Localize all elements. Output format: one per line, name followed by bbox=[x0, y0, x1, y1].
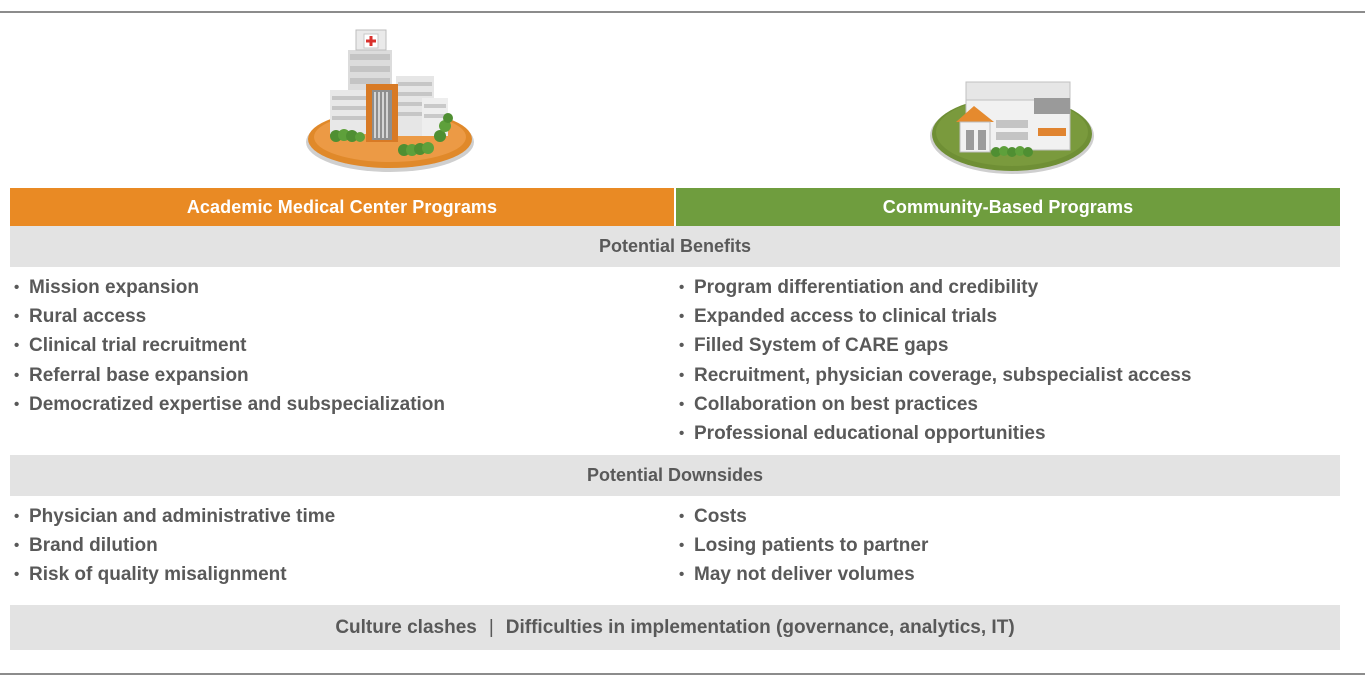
list-item: Rural access bbox=[10, 302, 445, 331]
list-item: Risk of quality misalignment bbox=[10, 560, 335, 589]
footer-separator: | bbox=[488, 616, 494, 638]
list-item: Professional educational opportunities bbox=[675, 419, 1191, 448]
list-item: Physician and administrative time bbox=[10, 502, 335, 531]
community-clinic-icon bbox=[926, 74, 1098, 178]
list-item: Recruitment, physician coverage, subspec… bbox=[675, 361, 1191, 390]
academic-benefits-list: Mission expansion Rural access Clinical … bbox=[10, 273, 445, 419]
list-item: Referral base expansion bbox=[10, 361, 445, 390]
list-item: Losing patients to partner bbox=[675, 531, 928, 560]
list-item: Costs bbox=[675, 502, 928, 531]
bottom-rule bbox=[0, 673, 1365, 675]
hospital-building-icon bbox=[300, 26, 480, 176]
downsides-section-header: Potential Downsides bbox=[10, 455, 1340, 496]
list-item: Brand dilution bbox=[10, 531, 335, 560]
list-item: Collaboration on best practices bbox=[675, 390, 1191, 419]
community-downsides-list: Costs Losing patients to partner May not… bbox=[675, 502, 928, 590]
community-column-header: Community-Based Programs bbox=[676, 188, 1340, 226]
shared-challenges-footer: Culture clashes | Difficulties in implem… bbox=[10, 605, 1340, 650]
list-item: Filled System of CARE gaps bbox=[675, 331, 1191, 360]
footer-left-text: Culture clashes bbox=[335, 616, 477, 638]
academic-downsides-list: Physician and administrative time Brand … bbox=[10, 502, 335, 590]
community-benefits-list: Program differentiation and credibility … bbox=[675, 273, 1191, 448]
list-item: Expanded access to clinical trials bbox=[675, 302, 1191, 331]
benefits-section-header: Potential Benefits bbox=[10, 226, 1340, 267]
academic-column-header: Academic Medical Center Programs bbox=[10, 188, 674, 226]
footer-right-text: Difficulties in implementation (governan… bbox=[505, 616, 1015, 638]
list-item: Clinical trial recruitment bbox=[10, 331, 445, 360]
list-item: Democratized expertise and subspecializa… bbox=[10, 390, 445, 419]
top-rule bbox=[0, 11, 1365, 13]
list-item: Program differentiation and credibility bbox=[675, 273, 1191, 302]
list-item: Mission expansion bbox=[10, 273, 445, 302]
list-item: May not deliver volumes bbox=[675, 560, 928, 589]
